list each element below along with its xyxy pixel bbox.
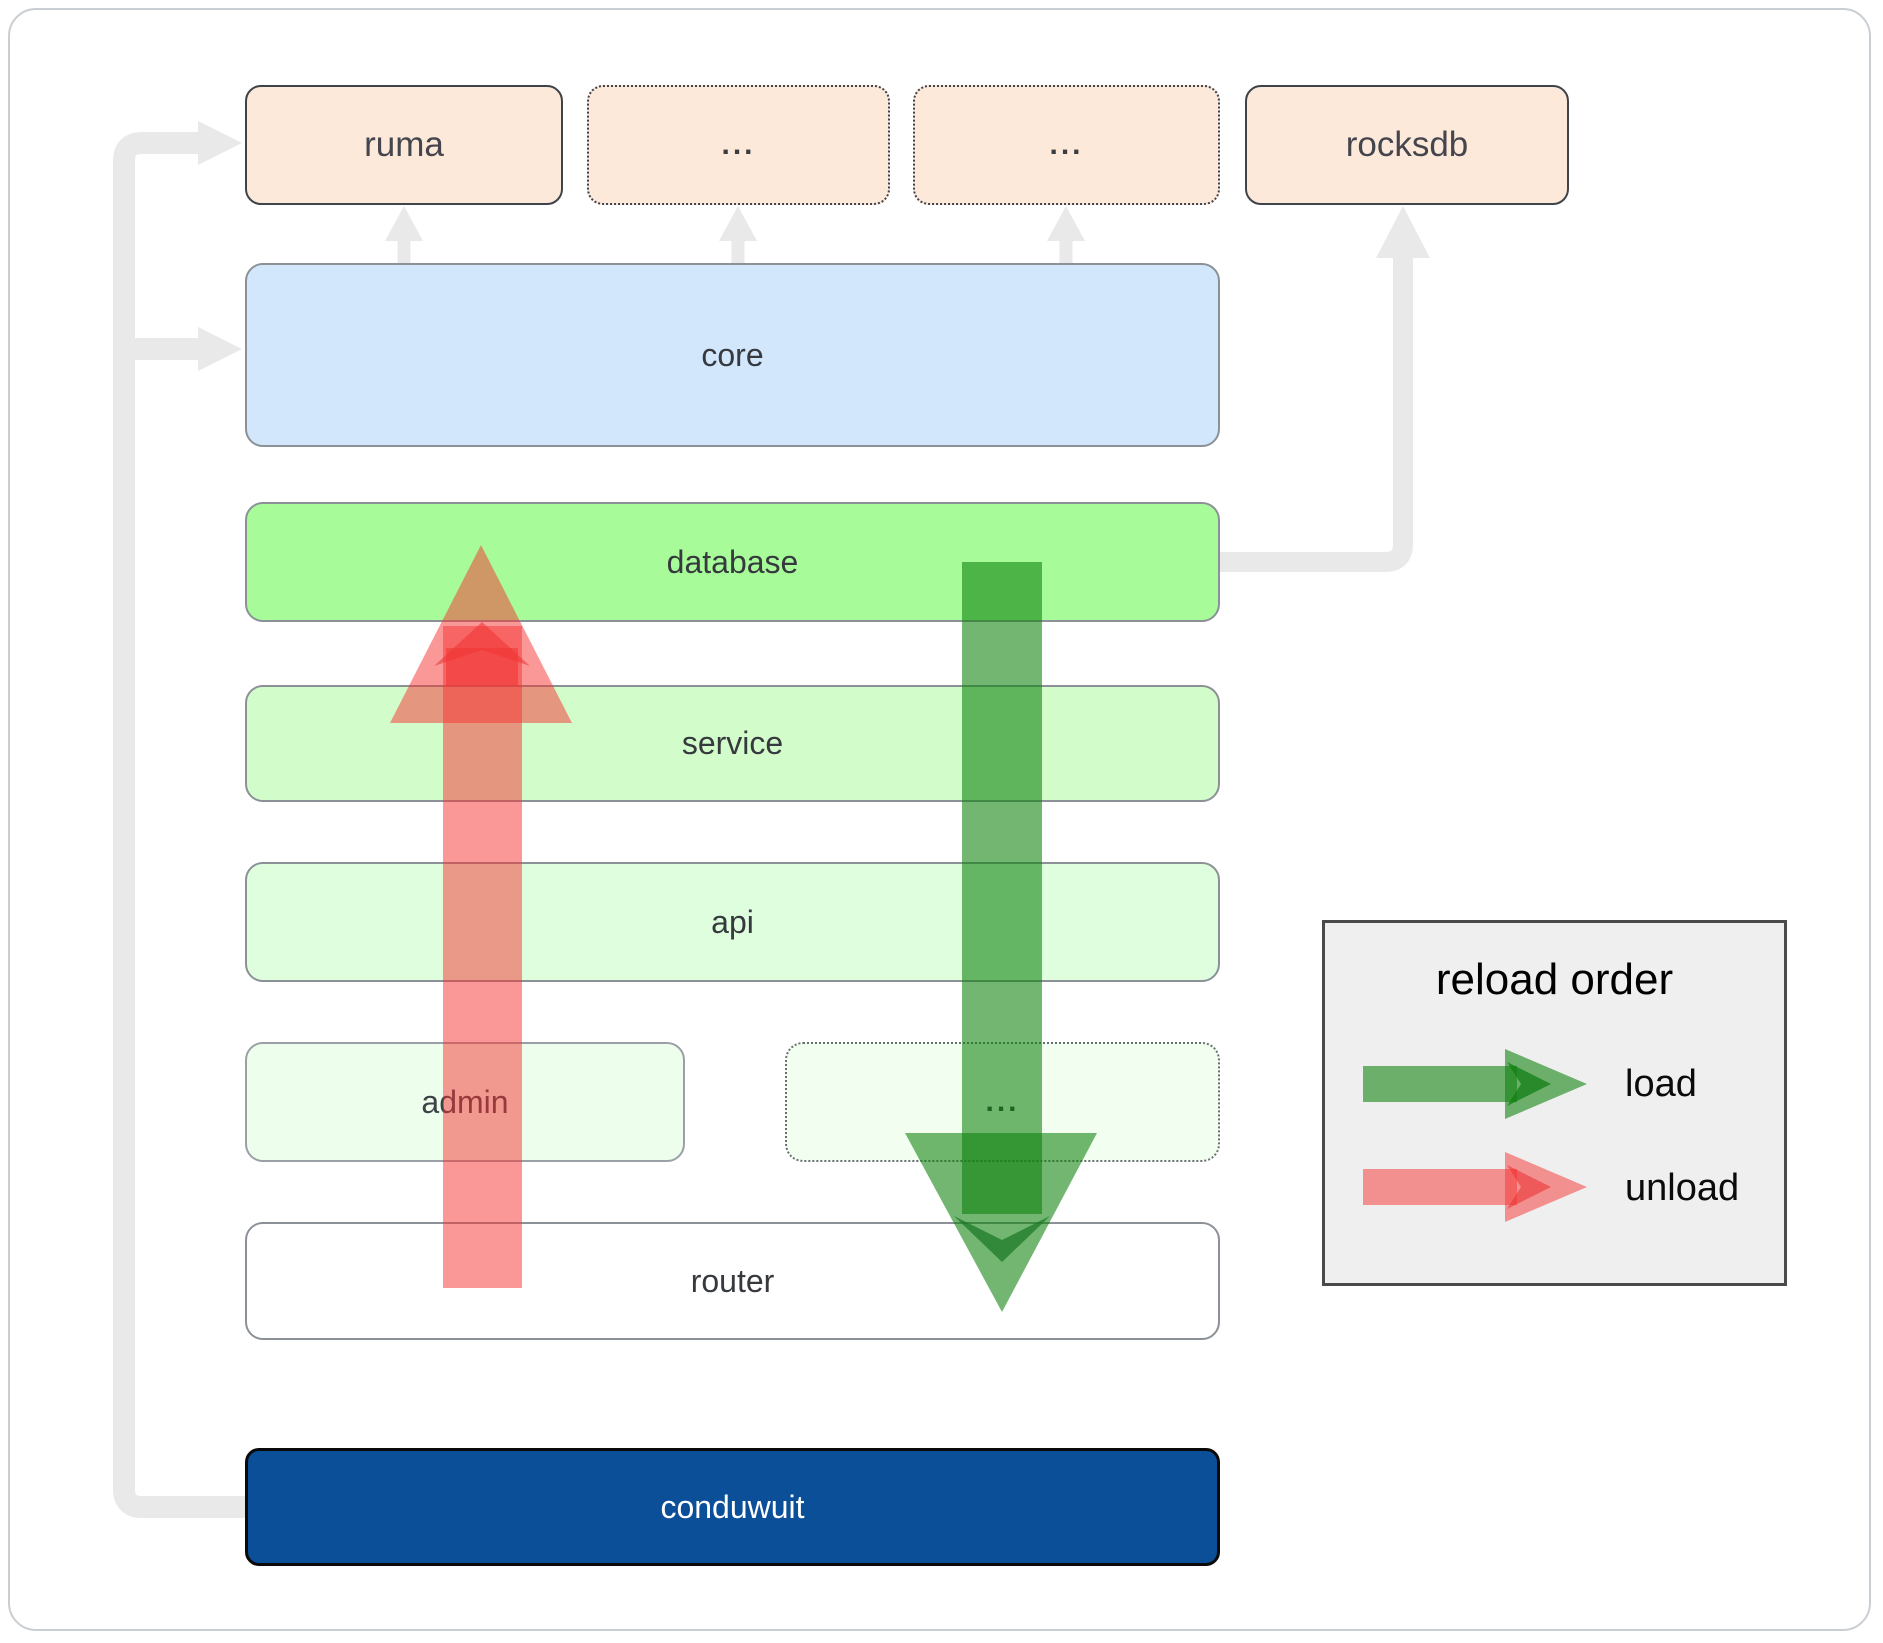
node-database-label: database [666,543,799,580]
node-conduwuit-label: conduwuit [660,1488,805,1525]
node-service: service [245,685,1220,802]
node-api: api [245,862,1220,982]
legend-load-label: load [1625,1063,1697,1105]
node-dependency-1: ... [587,85,890,205]
node-rocksdb-label: rocksdb [1345,125,1469,164]
diagram-frame [8,8,1871,1631]
node-dependency-1-label: ... [721,128,756,161]
node-service-label: service [681,725,784,761]
node-router-label: router [690,1262,775,1299]
load-arrow-icon [1363,1049,1587,1119]
node-core: core [245,263,1220,447]
node-router: router [245,1222,1220,1340]
node-admin: admin [245,1042,685,1162]
legend-title: reload order [1435,955,1674,1004]
reload-order-legend: reload order load unload [1322,920,1787,1286]
node-api-label: api [711,903,754,940]
node-ruma: ruma [245,85,563,205]
node-admin-label: admin [421,1083,509,1120]
unload-arrow-icon [1363,1152,1587,1222]
node-service-etc: ... [785,1042,1220,1162]
node-core-label: core [701,336,764,373]
node-rocksdb: rocksdb [1245,85,1569,205]
node-conduwuit: conduwuit [245,1448,1220,1566]
node-dependency-2-label: ... [1049,128,1084,161]
node-service-etc-label: ... [985,1085,1020,1118]
node-database: database [245,502,1220,622]
node-dependency-2: ... [913,85,1220,205]
legend-unload-label: unload [1625,1167,1740,1209]
node-ruma-label: ruma [364,125,444,164]
